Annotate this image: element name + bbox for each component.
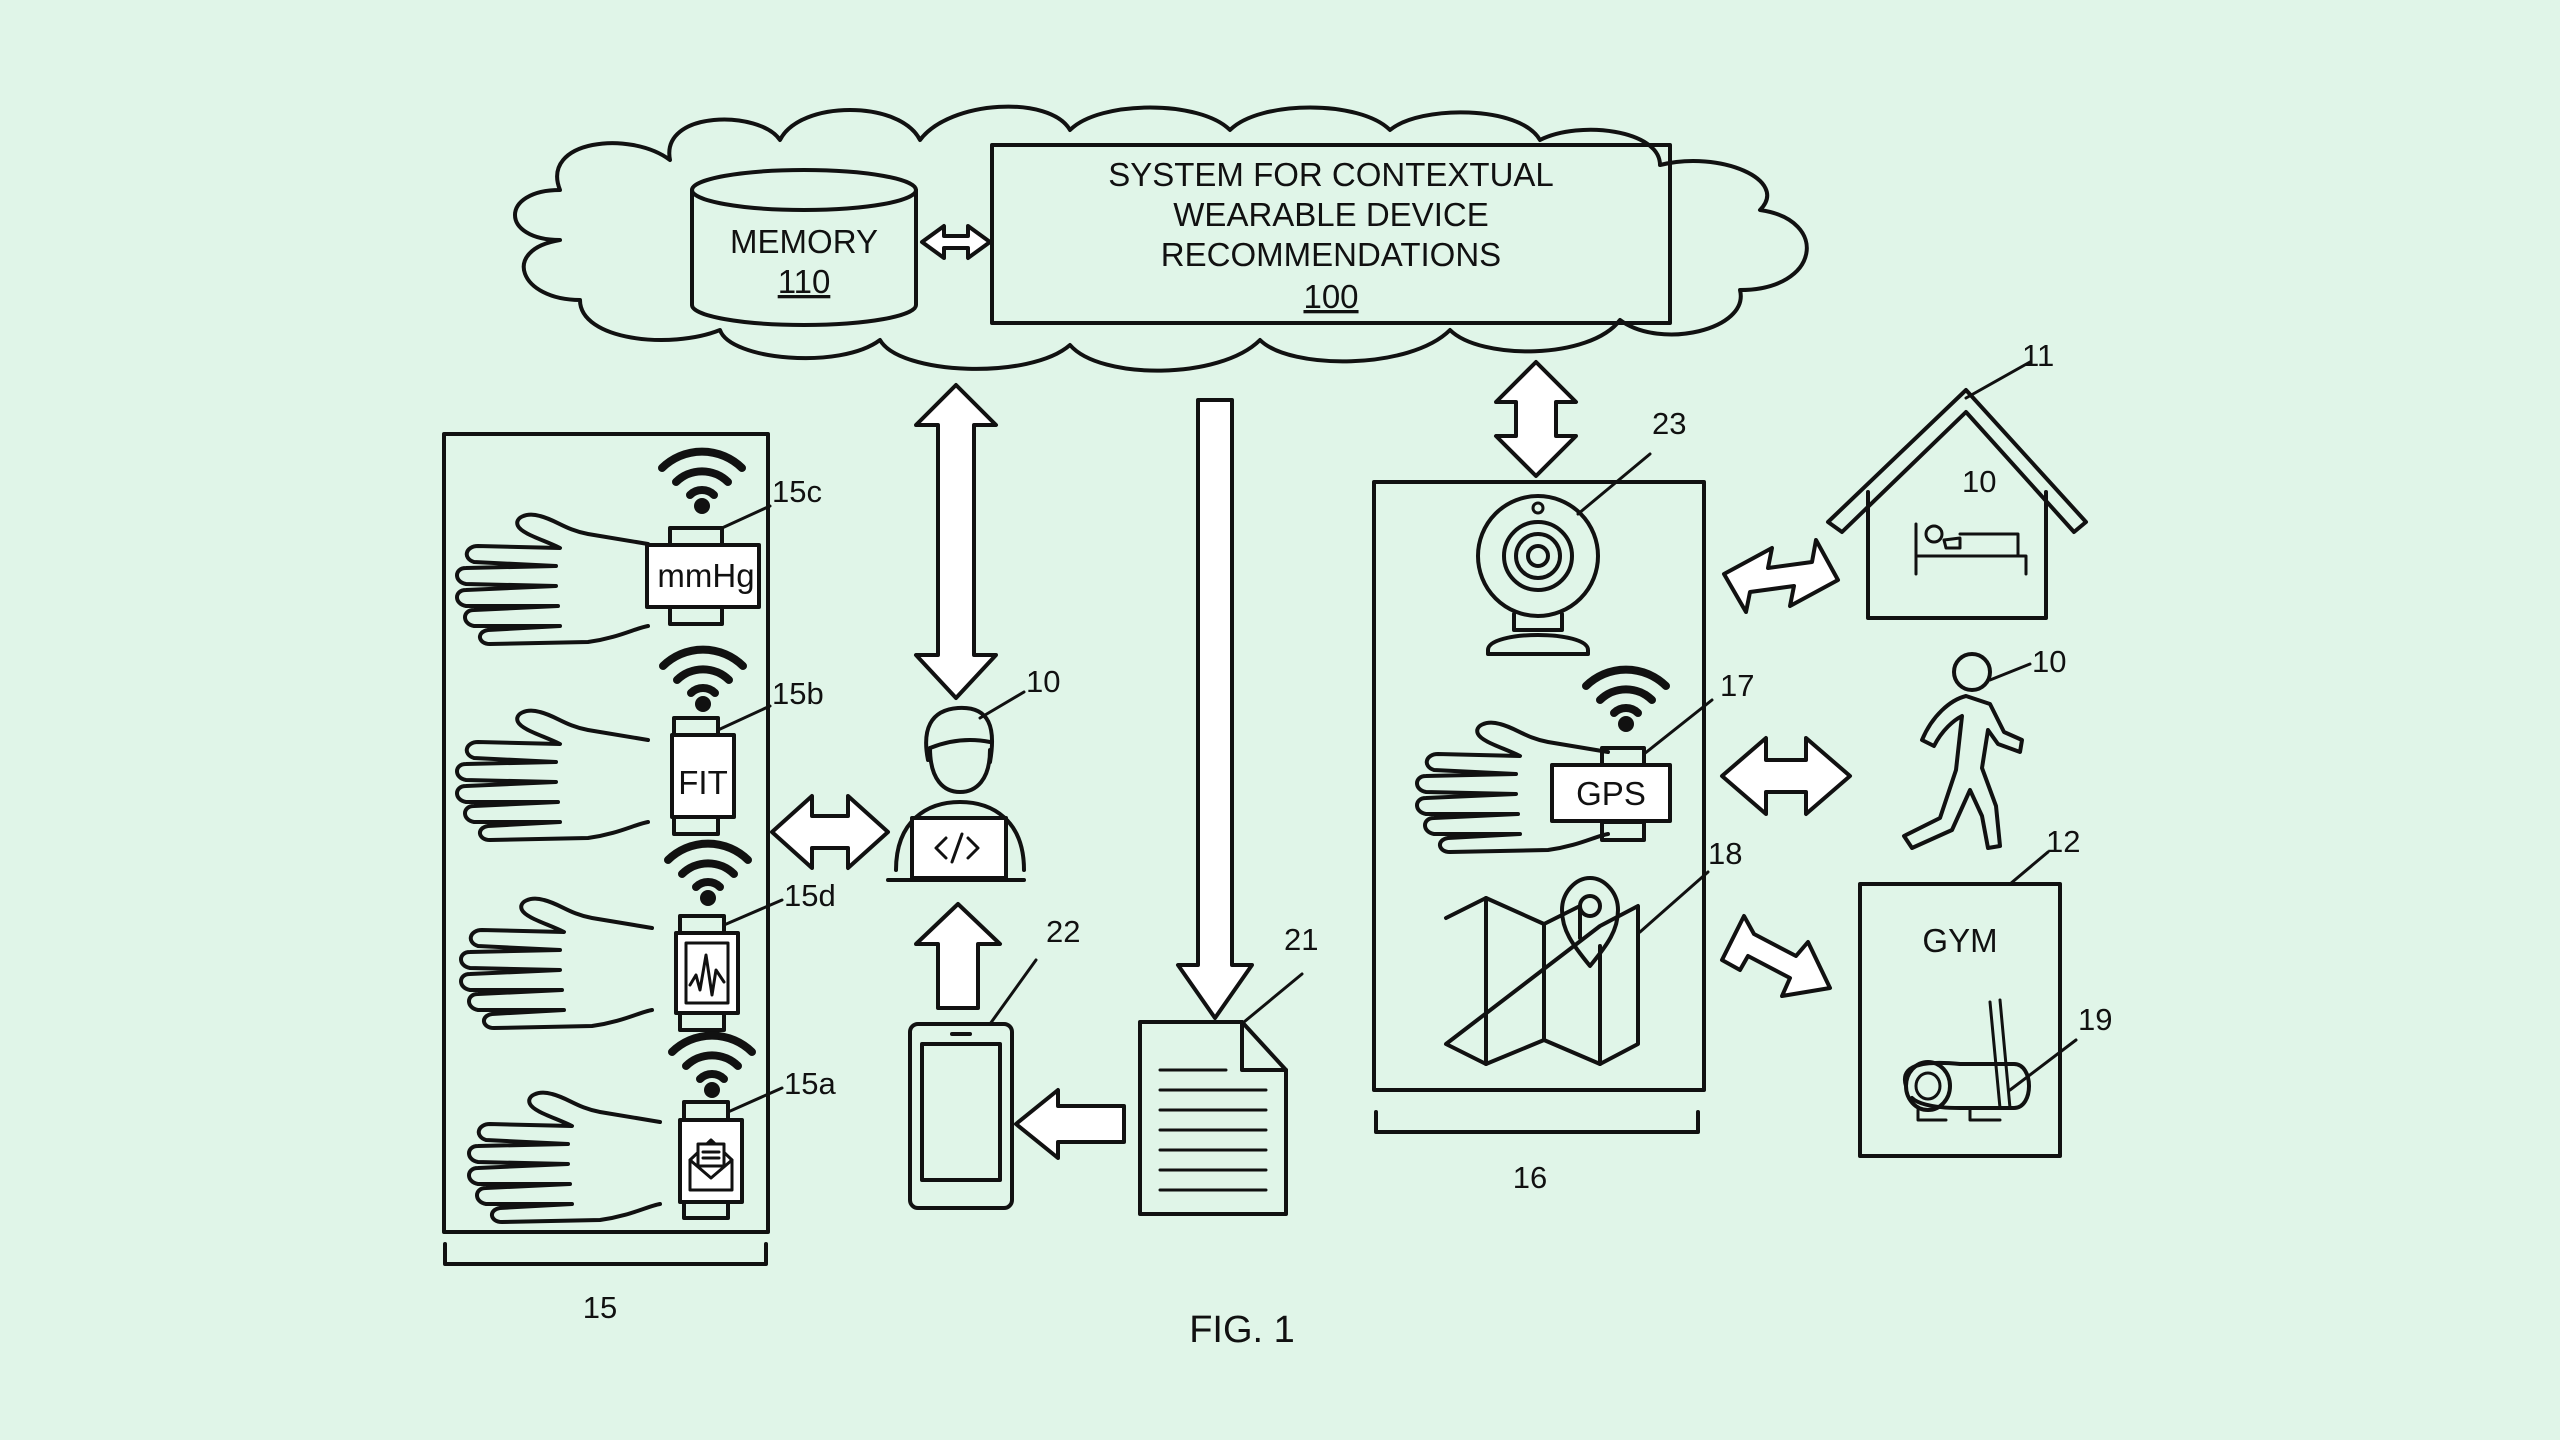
system-title-line-2: WEARABLE DEVICE — [1173, 196, 1488, 233]
document-ref: 21 — [1284, 922, 1318, 957]
map-icon — [1444, 876, 1640, 1066]
home-ref: 11 — [2022, 338, 2054, 373]
sensors-home-arrow — [1722, 538, 1840, 614]
cloud-user-arrow — [914, 383, 998, 700]
elliptical-machine-icon — [1902, 998, 2031, 1122]
figure-caption: FIG. 1 — [1189, 1309, 1295, 1351]
phone-user-arrow — [914, 902, 1002, 1010]
wearable-15b-face: FIT — [678, 764, 727, 801]
bed-icon — [1914, 522, 2028, 576]
sensors-gym-arrow — [1720, 914, 1832, 998]
phone-leader — [988, 958, 1038, 1026]
sensors-bracket — [1374, 1110, 1700, 1134]
walking-person-icon — [1902, 652, 2024, 850]
heart-rate-icon — [688, 953, 726, 997]
gps-face: GPS — [1576, 775, 1646, 812]
document-leader — [1242, 972, 1304, 1024]
document-icon — [1138, 1020, 1288, 1216]
system-title-line-3: RECOMMENDATIONS — [1161, 236, 1501, 273]
system-ref: 100 — [1303, 278, 1358, 315]
gym-label: GYM — [1922, 922, 1997, 959]
wearable-15c — [455, 452, 772, 646]
cloud — [513, 104, 1809, 373]
user-leader — [978, 690, 1026, 720]
wearable-15b — [455, 650, 772, 842]
wearable-15c-ref: 15c — [772, 474, 822, 509]
equipment-ref: 19 — [2078, 1002, 2112, 1037]
gym-box — [1858, 882, 2062, 1158]
wearables-user-arrow — [770, 794, 890, 870]
wifi-icon — [663, 650, 743, 712]
user-avatar — [886, 705, 1026, 882]
wearable-15b-ref: 15b — [772, 676, 824, 711]
gym-ref: 12 — [2046, 824, 2080, 859]
wearables-panel — [442, 432, 770, 1234]
map-ref: 18 — [1708, 836, 1742, 871]
code-icon — [934, 832, 980, 864]
webcam-icon — [1476, 494, 1600, 656]
smartphone-icon — [908, 1022, 1014, 1210]
wifi-icon — [662, 452, 742, 514]
home-user-ref: 10 — [1962, 464, 1996, 499]
sensors-panel — [1372, 480, 1706, 1092]
gps-wearable — [1415, 670, 1714, 854]
camera-ref: 23 — [1652, 406, 1686, 441]
memory-database — [690, 168, 918, 327]
gps-ref: 17 — [1720, 668, 1754, 703]
map-leader — [1638, 870, 1710, 934]
cloud-document-arrow — [1176, 398, 1254, 1020]
wifi-icon — [672, 1036, 752, 1098]
mail-icon — [688, 1138, 734, 1192]
wearables-ref: 15 — [583, 1290, 617, 1325]
sensors-ref: 16 — [1513, 1160, 1547, 1195]
walker-ref: 10 — [2032, 644, 2066, 679]
memory-label: MEMORY — [730, 223, 878, 260]
location-pin-icon — [1560, 876, 1620, 968]
user-ref: 10 — [1026, 664, 1060, 699]
wearable-15d-ref: 15d — [784, 878, 836, 913]
home-leader — [1964, 360, 2032, 400]
walker-leader — [1988, 662, 2032, 682]
wifi-icon — [668, 844, 748, 906]
gym-leader — [2008, 850, 2050, 886]
camera-leader — [1576, 452, 1652, 516]
cloud-sensors-arrow — [1494, 360, 1578, 478]
wearable-15a-ref: 15a — [784, 1066, 836, 1101]
sensors-walking-arrow — [1720, 736, 1852, 816]
system-title-line-1: SYSTEM FOR CONTEXTUAL — [1108, 156, 1554, 193]
wearable-15a — [467, 1036, 784, 1224]
document-phone-arrow — [1014, 1088, 1126, 1160]
system-box — [990, 143, 1672, 325]
equipment-leader — [2008, 1038, 2078, 1092]
wearables-bracket — [443, 1242, 768, 1266]
phone-ref: 22 — [1046, 914, 1080, 949]
wearable-15c-face: mmHg — [657, 557, 754, 594]
memory-ref: 110 — [778, 263, 831, 300]
home-icon — [1826, 388, 2088, 620]
wifi-icon — [1586, 670, 1666, 732]
memory-system-arrow — [920, 224, 992, 260]
wearable-15d — [459, 844, 784, 1032]
